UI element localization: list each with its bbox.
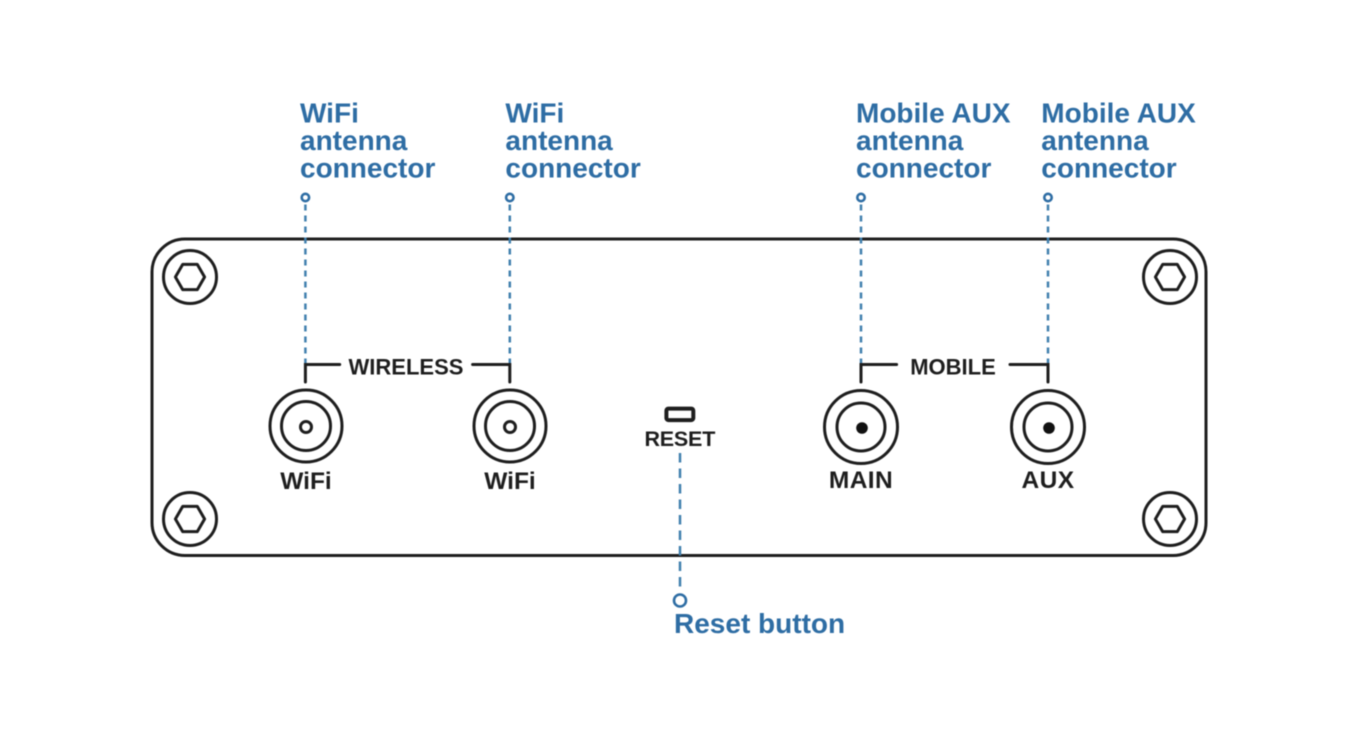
svg-text:antenna: antenna [1041, 125, 1149, 156]
svg-text:WIRELESS: WIRELESS [349, 355, 464, 380]
svg-text:WiFi: WiFi [484, 468, 536, 495]
svg-text:Mobile AUX: Mobile AUX [856, 98, 1011, 129]
svg-text:WiFi: WiFi [505, 98, 564, 129]
svg-text:MOBILE: MOBILE [910, 355, 996, 380]
svg-text:Reset button: Reset button [674, 608, 845, 639]
svg-text:WiFi: WiFi [280, 468, 332, 495]
svg-text:connector: connector [1041, 153, 1176, 184]
svg-text:connector: connector [505, 153, 640, 184]
svg-text:antenna: antenna [505, 125, 613, 156]
svg-text:antenna: antenna [300, 125, 408, 156]
svg-text:AUX: AUX [1022, 467, 1075, 494]
svg-text:antenna: antenna [856, 125, 964, 156]
svg-text:WiFi: WiFi [300, 98, 359, 129]
svg-text:Mobile AUX: Mobile AUX [1041, 98, 1196, 129]
svg-text:RESET: RESET [644, 427, 715, 451]
svg-text:connector: connector [300, 153, 435, 184]
svg-text:MAIN: MAIN [829, 467, 893, 494]
svg-text:connector: connector [856, 153, 991, 184]
